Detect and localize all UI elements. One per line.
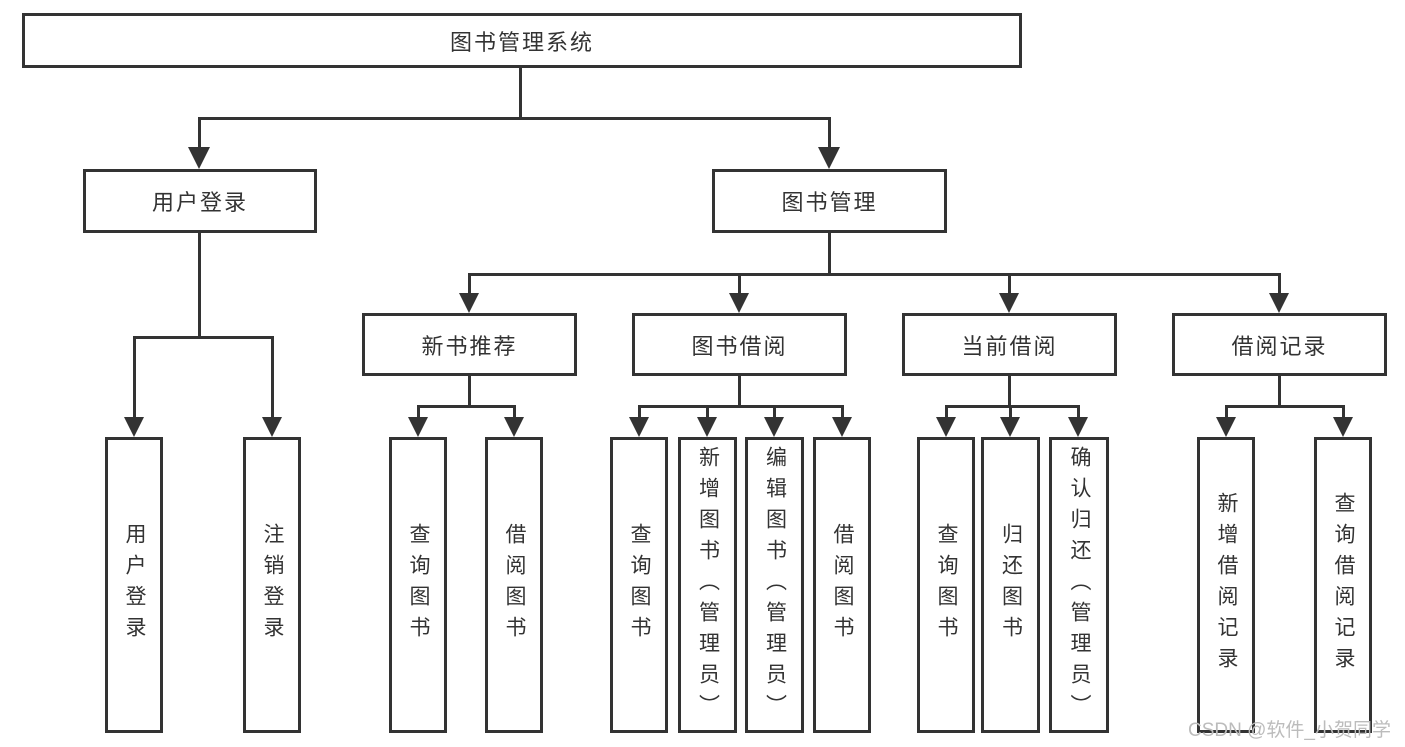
- connector-line: [513, 405, 516, 419]
- arrow-down-icon: [504, 417, 524, 437]
- node-label: 新增借阅记录: [1215, 492, 1238, 678]
- arrow-down-icon: [1216, 417, 1236, 437]
- node-label: 用户登录: [123, 523, 146, 647]
- node-label: 查询图书: [628, 523, 651, 647]
- leaf-borrow-books-recommend: 借阅图书: [485, 437, 543, 733]
- connector-line: [1008, 375, 1011, 406]
- connector-line: [828, 232, 831, 274]
- node-label: 查询借阅记录: [1332, 492, 1355, 678]
- arrow-down-icon: [1068, 417, 1088, 437]
- arrow-down-icon: [408, 417, 428, 437]
- connector-line: [1278, 375, 1281, 406]
- connector-line: [1225, 405, 1228, 419]
- connector-line: [1077, 405, 1080, 419]
- node-user-login: 用户登录: [83, 169, 317, 233]
- node-label: 图书借阅: [691, 333, 788, 359]
- connector-line: [417, 405, 420, 419]
- connector-line: [706, 405, 709, 419]
- arrow-down-icon: [729, 293, 749, 313]
- leaf-add-books-admin: 新增图书（管理员）: [678, 437, 737, 733]
- node-label: 图书管理: [781, 190, 878, 215]
- leaf-query-books-current: 查询图书: [917, 437, 975, 733]
- connector-line: [738, 375, 741, 406]
- node-label: 图书管理系统: [449, 29, 594, 55]
- connector-line: [1342, 405, 1345, 419]
- leaf-add-borrow-record: 新增借阅记录: [1197, 437, 1255, 733]
- connector-line: [945, 405, 948, 419]
- node-label: 借阅记录: [1231, 333, 1328, 359]
- node-label: 借阅图书: [503, 523, 526, 647]
- connector-line: [198, 117, 201, 149]
- node-book-management: 图书管理: [712, 169, 947, 233]
- node-label: 当前借阅: [961, 333, 1058, 359]
- leaf-query-books-borrowing: 查询图书: [610, 437, 668, 733]
- node-label: 确认归还（管理员）: [1068, 445, 1091, 725]
- node-label: 新书推荐: [421, 333, 518, 359]
- leaf-query-books-recommend: 查询图书: [389, 437, 447, 733]
- connector-line: [271, 336, 274, 418]
- arrow-down-icon: [1269, 293, 1289, 313]
- connector-line: [417, 405, 516, 408]
- node-borrowing-records: 借阅记录: [1172, 313, 1387, 376]
- connector-line: [468, 375, 471, 406]
- arrow-down-icon: [262, 417, 282, 437]
- connector-line: [519, 68, 522, 118]
- arrow-down-icon: [697, 417, 717, 437]
- node-label: 编辑图书（管理员）: [763, 445, 787, 725]
- arrow-down-icon: [124, 417, 144, 437]
- arrow-down-icon: [459, 293, 479, 313]
- connector-line: [638, 405, 641, 419]
- connector-line: [198, 232, 201, 337]
- connector-line: [945, 405, 1080, 408]
- node-label: 归还图书: [999, 523, 1023, 647]
- connector-line: [1009, 405, 1012, 419]
- connector-line: [773, 405, 776, 419]
- connector-line: [133, 336, 273, 339]
- node-label: 查询图书: [407, 523, 430, 647]
- leaf-confirm-return-admin: 确认归还（管理员）: [1049, 437, 1109, 733]
- connector-line: [468, 273, 1280, 276]
- arrow-down-icon: [818, 147, 840, 169]
- arrow-down-icon: [188, 147, 210, 169]
- connector-line: [1008, 273, 1011, 295]
- leaf-edit-books-admin: 编辑图书（管理员）: [745, 437, 804, 733]
- leaf-return-books: 归还图书: [981, 437, 1040, 733]
- node-label: 查询图书: [935, 523, 958, 647]
- arrow-down-icon: [1000, 417, 1020, 437]
- leaf-borrow-books-borrowing: 借阅图书: [813, 437, 871, 733]
- connector-line: [1278, 273, 1281, 295]
- csdn-watermark: CSDN @软件_小贺同学: [1188, 720, 1391, 741]
- connector-line: [841, 405, 844, 419]
- arrow-down-icon: [832, 417, 852, 437]
- node-label: 新增图书（管理员）: [696, 445, 720, 725]
- connector-line: [738, 273, 741, 295]
- arrow-down-icon: [764, 417, 784, 437]
- connector-line: [468, 273, 471, 295]
- arrow-down-icon: [999, 293, 1019, 313]
- node-label: 注销登录: [261, 523, 284, 647]
- node-label: 借阅图书: [831, 523, 854, 647]
- node-library-management-system: 图书管理系统: [22, 13, 1022, 68]
- leaf-user-login: 用户登录: [105, 437, 163, 733]
- connector-line: [198, 117, 831, 120]
- connector-line: [828, 117, 831, 149]
- leaf-logout: 注销登录: [243, 437, 301, 733]
- arrow-down-icon: [1333, 417, 1353, 437]
- leaf-query-borrow-record: 查询借阅记录: [1314, 437, 1372, 733]
- node-label: 用户登录: [151, 190, 248, 215]
- node-new-book-recommendation: 新书推荐: [362, 313, 577, 376]
- connector-line: [638, 405, 844, 408]
- connector-line: [133, 336, 136, 418]
- arrow-down-icon: [936, 417, 956, 437]
- arrow-down-icon: [629, 417, 649, 437]
- node-current-borrowing: 当前借阅: [902, 313, 1117, 376]
- connector-line: [1225, 405, 1345, 408]
- node-book-borrowing: 图书借阅: [632, 313, 847, 376]
